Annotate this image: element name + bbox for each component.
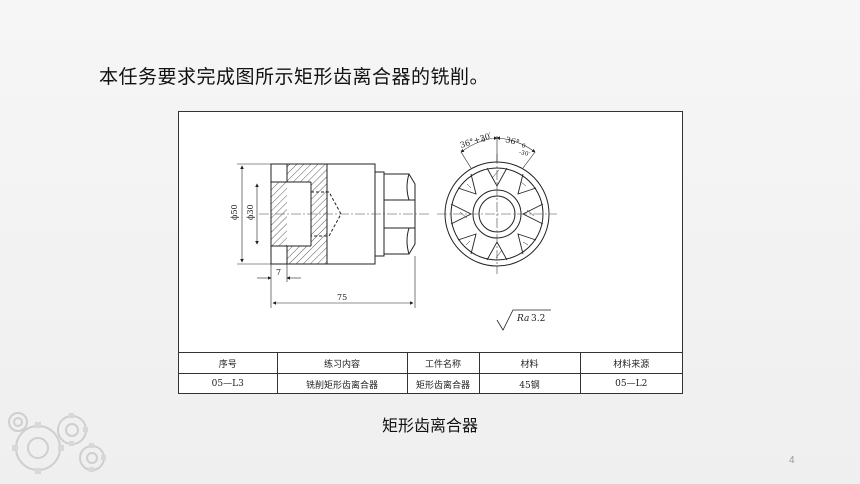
- roughness-symbol-label: Ra: [516, 314, 529, 324]
- roughness-value-label: 3.2: [531, 314, 545, 324]
- side-section-view: [270, 163, 416, 265]
- header-material: 材料: [478, 353, 581, 374]
- angle-1-label: 36°+30′: [459, 131, 493, 150]
- header-serial: 序号: [179, 353, 278, 374]
- header-workpiece: 工件名称: [406, 353, 480, 374]
- inner-diameter-label: ϕ30: [246, 204, 255, 220]
- cell-material-source: 05—L2: [579, 373, 682, 394]
- step-length-label: 7: [276, 268, 281, 277]
- page-number: 4: [789, 455, 795, 466]
- angle-2-label: 36°: [505, 135, 521, 147]
- clutch-drawing: ϕ50 ϕ30 7 75: [230, 131, 557, 331]
- dim-outer-diameter: [237, 163, 271, 265]
- angle-2-tolerance-upper: 0: [521, 142, 527, 150]
- title-block: 序号 练习内容 工件名称 材料 材料来源 05—L3 铣削矩形齿离合器 矩形齿离…: [179, 352, 682, 394]
- dim-step-length: [257, 264, 301, 308]
- total-length-label: 75: [337, 293, 347, 302]
- cell-serial: 05—L3: [179, 373, 278, 394]
- engineering-drawing-frame: ϕ50 ϕ30 7 75: [178, 111, 683, 394]
- header-practice: 练习内容: [276, 353, 408, 374]
- figure-caption: 矩形齿离合器: [381, 416, 478, 435]
- gear-decoration-icon: [8, 412, 106, 474]
- angle-2-tolerance-lower: -30′: [518, 149, 531, 159]
- cell-practice: 铣削矩形齿离合器: [276, 373, 408, 394]
- angle-1-tolerance: 0: [481, 136, 487, 144]
- cell-workpiece: 矩形齿离合器: [406, 373, 480, 394]
- slide-headline: 本任务要求完成图所示矩形齿离合器的铣削。: [99, 66, 490, 88]
- cell-material: 45钢: [478, 373, 581, 394]
- outer-diameter-label: ϕ50: [230, 204, 239, 220]
- roughness-symbol-icon: [496, 309, 551, 331]
- header-material-source: 材料来源: [579, 353, 682, 374]
- end-view-centerlines: [437, 154, 557, 274]
- dim-angles: [460, 136, 536, 169]
- dim-total-length: [272, 256, 416, 308]
